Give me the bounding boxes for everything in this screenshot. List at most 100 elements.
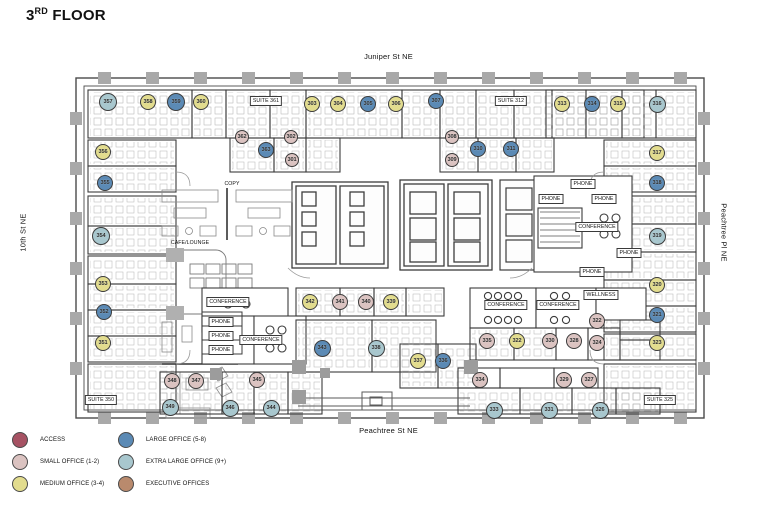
room-marker-354[interactable]: 354 <box>92 227 110 245</box>
room-marker-301[interactable]: 301 <box>285 153 299 167</box>
room-marker-348[interactable]: 348 <box>164 373 180 389</box>
room-marker-317[interactable]: 317 <box>649 145 665 161</box>
room-marker-352[interactable]: 352 <box>96 304 112 320</box>
room-marker-304[interactable]: 304 <box>330 96 346 112</box>
room-marker-307[interactable]: 307 <box>428 93 444 109</box>
plan-area-label: PHONE <box>208 345 234 355</box>
room-marker-318[interactable]: 318 <box>649 175 665 191</box>
room-marker-362[interactable]: 362 <box>235 130 249 144</box>
legend-swatch-access <box>12 432 28 448</box>
room-marker-319[interactable]: 319 <box>648 227 666 245</box>
legend-item-large: LARGE OFFICE (5-8) <box>118 432 206 448</box>
room-marker-321[interactable]: 321 <box>649 307 665 323</box>
room-marker-322b[interactable]: 322 <box>589 313 605 329</box>
room-marker-315[interactable]: 315 <box>610 96 626 112</box>
plan-area-label: CONFERENCE <box>484 300 528 310</box>
room-marker-314[interactable]: 314 <box>584 96 600 112</box>
room-marker-339[interactable]: 339 <box>383 294 399 310</box>
plan-area-label: SUITE 312 <box>494 96 528 106</box>
room-marker-322[interactable]: 322 <box>509 333 525 349</box>
room-marker-320[interactable]: 320 <box>649 277 665 293</box>
legend-swatch-large <box>118 432 134 448</box>
street-label-south: Peachtree St NE <box>359 426 418 435</box>
room-marker-313[interactable]: 313 <box>554 96 570 112</box>
room-marker-358[interactable]: 358 <box>140 94 156 110</box>
room-marker-335[interactable]: 335 <box>479 333 495 349</box>
legend-label-small: SMALL OFFICE (1-2) <box>40 459 100 465</box>
plan-area-label: SUITE 325 <box>643 395 677 405</box>
legend: ACCESS SMALL OFFICE (1-2) MEDIUM OFFICE (3… <box>8 432 408 500</box>
room-marker-330[interactable]: 330 <box>542 333 558 349</box>
legend-item-medium: MEDIUM OFFICE (3-4) <box>12 476 104 492</box>
floor-plan-drawing <box>70 72 710 424</box>
room-marker-316[interactable]: 316 <box>648 95 666 113</box>
room-marker-331[interactable]: 331 <box>540 401 558 419</box>
room-marker-326[interactable]: 326 <box>591 401 609 419</box>
room-marker-345[interactable]: 345 <box>249 372 265 388</box>
legend-item-xlarge: EXTRA LARGE OFFICE (9+) <box>118 454 226 470</box>
floor-word: FLOOR <box>52 7 106 24</box>
room-marker-328[interactable]: 328 <box>566 333 582 349</box>
room-marker-309[interactable]: 309 <box>445 153 459 167</box>
room-marker-357[interactable]: 357 <box>99 93 117 111</box>
room-marker-306[interactable]: 306 <box>388 96 404 112</box>
room-marker-347[interactable]: 347 <box>188 373 204 389</box>
floor-ordinal: RD <box>34 6 48 16</box>
legend-label-access: ACCESS <box>40 437 66 443</box>
legend-swatch-xlarge <box>118 454 134 470</box>
legend-label-large: LARGE OFFICE (5-8) <box>146 437 207 443</box>
plan-area-label: PHONE <box>208 317 234 327</box>
legend-label-exec: EXECUTIVE OFFICES <box>146 481 210 487</box>
plan-area-label: COPY <box>224 181 240 187</box>
street-label-west: 10th St NE <box>18 213 28 252</box>
legend-item-access: ACCESS <box>12 432 65 448</box>
room-marker-327[interactable]: 327 <box>581 372 597 388</box>
room-marker-360[interactable]: 360 <box>193 94 209 110</box>
room-marker-344[interactable]: 344 <box>262 399 280 417</box>
legend-swatch-exec <box>118 476 134 492</box>
room-marker-308[interactable]: 308 <box>445 130 459 144</box>
room-marker-336[interactable]: 336 <box>435 353 451 369</box>
legend-label-medium: MEDIUM OFFICE (3-4) <box>40 481 105 487</box>
plan-area-label: PHONE <box>591 194 617 204</box>
room-marker-329[interactable]: 329 <box>556 372 572 388</box>
room-marker-303[interactable]: 303 <box>304 96 320 112</box>
room-marker-324[interactable]: 324 <box>589 335 605 351</box>
room-marker-337[interactable]: 337 <box>410 353 426 369</box>
plan-area-label: SUITE 350 <box>84 395 118 405</box>
plan-area-label: CONFERENCE <box>536 300 580 310</box>
room-marker-351[interactable]: 351 <box>95 335 111 351</box>
plan-area-label: SUITE 361 <box>249 96 283 106</box>
street-label-north: Juniper St NE <box>364 52 413 61</box>
plan-area-label: CONFERENCE <box>575 222 619 232</box>
room-marker-359[interactable]: 359 <box>167 93 185 111</box>
room-marker-356[interactable]: 356 <box>95 144 111 160</box>
street-label-east: Peachtree Pl NE <box>719 203 729 262</box>
plan-area-label: PHONE <box>538 194 564 204</box>
room-marker-353[interactable]: 353 <box>95 276 111 292</box>
plan-area-label: PHONE <box>208 331 234 341</box>
room-marker-333[interactable]: 333 <box>485 401 503 419</box>
room-marker-342[interactable]: 342 <box>302 294 318 310</box>
plan-area-label: WELLNESS <box>583 290 619 300</box>
legend-swatch-medium <box>12 476 28 492</box>
plan-area-label: CONFERENCE <box>206 297 250 307</box>
room-marker-346[interactable]: 346 <box>221 399 239 417</box>
plan-area-label: PHONE <box>570 179 596 189</box>
room-marker-310[interactable]: 310 <box>470 141 486 157</box>
room-marker-305[interactable]: 305 <box>360 96 376 112</box>
room-marker-323[interactable]: 323 <box>649 335 665 351</box>
room-marker-334[interactable]: 334 <box>472 372 488 388</box>
room-marker-355[interactable]: 355 <box>97 175 113 191</box>
room-marker-302[interactable]: 302 <box>284 130 298 144</box>
room-marker-363[interactable]: 363 <box>258 142 274 158</box>
room-marker-311[interactable]: 311 <box>503 141 519 157</box>
room-marker-343[interactable]: 343 <box>313 339 331 357</box>
legend-swatch-small <box>12 454 28 470</box>
room-marker-349[interactable]: 349 <box>161 398 179 416</box>
room-marker-341[interactable]: 341 <box>332 294 348 310</box>
room-marker-338[interactable]: 338 <box>367 339 385 357</box>
room-marker-340[interactable]: 340 <box>358 294 374 310</box>
floor-number: 3 <box>26 7 35 24</box>
